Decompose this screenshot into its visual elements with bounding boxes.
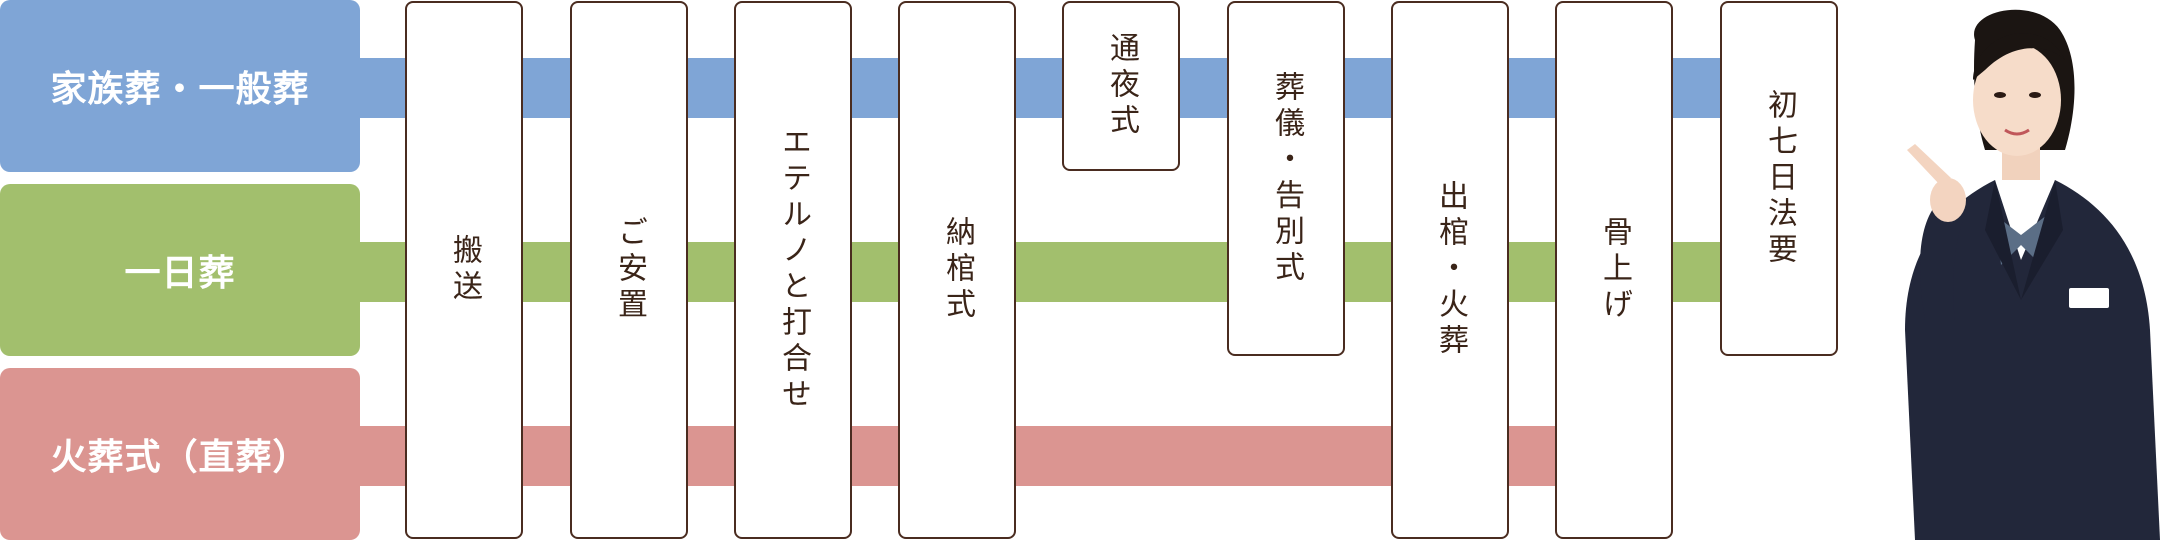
step-label: 初七日法要 [1764,89,1794,269]
step-label: 葬儀・告別式 [1271,71,1301,287]
step-departure-cremation: 出棺・火葬 [1391,1,1509,539]
step-transport: 搬送 [405,1,523,539]
step-label: 通夜式 [1106,32,1136,140]
step-label: 出棺・火葬 [1435,180,1465,360]
step-label: 搬送 [449,234,479,306]
row-band-one-day [350,242,1725,302]
step-placement: ご安置 [570,1,688,539]
step-label: エテルノと打合せ [778,126,808,414]
step-label: 骨上げ [1599,216,1629,324]
staff-woman-pointing-icon [1845,0,2160,540]
step-bone-collection: 骨上げ [1555,1,1673,539]
step-label: ご安置 [614,216,644,324]
step-encoffining: 納棺式 [898,1,1016,539]
step-meeting: エテルノと打合せ [734,1,852,539]
row-band-family-general [350,58,1725,118]
step-seventh-day-memorial: 初七日法要 [1720,1,1838,356]
step-label: 納棺式 [942,216,972,324]
row-label-one-day: 一日葬 [0,184,360,356]
row-label-family-general: 家族葬・一般葬 [0,0,360,172]
step-funeral-ceremony: 葬儀・告別式 [1227,1,1345,356]
row-label-cremation: 火葬式（直葬） [0,368,360,540]
step-wake: 通夜式 [1062,1,1180,171]
